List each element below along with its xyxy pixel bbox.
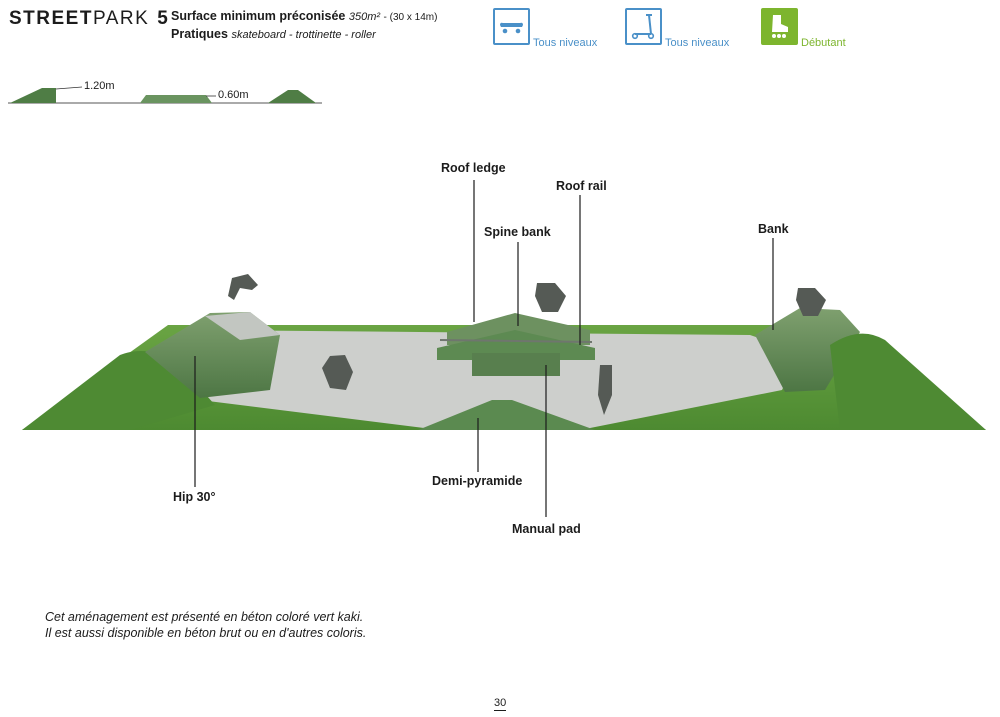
profile-height-low: 0.60m (218, 89, 249, 101)
note-line-2: Il est aussi disponible en béton brut ou… (45, 626, 367, 640)
label-roof-ledge: Roof ledge (441, 161, 506, 175)
surface-line: Surface minimum préconisée 350m² - (30 x… (171, 8, 437, 26)
practices-label: Pratiques (171, 27, 228, 41)
left-mound (22, 351, 215, 430)
manual-pad-module (472, 353, 560, 376)
label-spine-bank: Spine bank (484, 225, 551, 239)
surface-label: Surface minimum préconisée (171, 9, 346, 23)
title-number: 5 (157, 8, 170, 29)
label-hip: Hip 30° (173, 490, 216, 504)
page-number: 30 (494, 697, 507, 711)
practices-value: skateboard - trottinette - roller (231, 29, 376, 41)
practices-line: Pratiques skateboard - trottinette - rol… (171, 26, 437, 44)
skateboard-icon (493, 8, 530, 45)
title-bold: STREET (9, 8, 93, 29)
label-roof-rail: Roof rail (556, 179, 607, 193)
demi-pyramide-module (418, 400, 595, 430)
label-manual-pad: Manual pad (512, 522, 581, 536)
label-bank: Bank (758, 222, 789, 236)
concrete-floor (145, 330, 800, 430)
surface-dims: - (30 x 14m) (383, 12, 438, 23)
page-title: STREETPARK 5 (9, 8, 169, 30)
side-profile-diagram (8, 86, 322, 104)
rider-hip (228, 274, 258, 300)
label-demi-pyramide: Demi-pyramide (432, 474, 523, 488)
rider-bank (796, 288, 826, 316)
rider-spine (535, 283, 566, 312)
rider-scooter (598, 365, 612, 415)
title-light: PARK (92, 8, 150, 29)
spec-block: Surface minimum préconisée 350m² - (30 x… (171, 8, 437, 44)
roller-skate-icon (761, 8, 798, 45)
note-line-1: Cet aménagement est présenté en béton co… (45, 610, 364, 624)
level-text-scooter: Tous niveaux (665, 37, 730, 49)
right-mound (830, 333, 986, 430)
spine-bank-module (437, 330, 595, 360)
scooter-icon (625, 8, 662, 45)
roof-ledge-module (447, 313, 590, 345)
level-text-roller: Débutant (801, 37, 846, 49)
surface-value: 350m² (348, 11, 381, 23)
profile-height-high: 1.20m (84, 80, 115, 92)
level-text-skate: Tous niveaux (533, 37, 598, 49)
material-note: Cet aménagement est présenté en béton co… (45, 609, 366, 641)
rider-floor-left (322, 355, 353, 390)
